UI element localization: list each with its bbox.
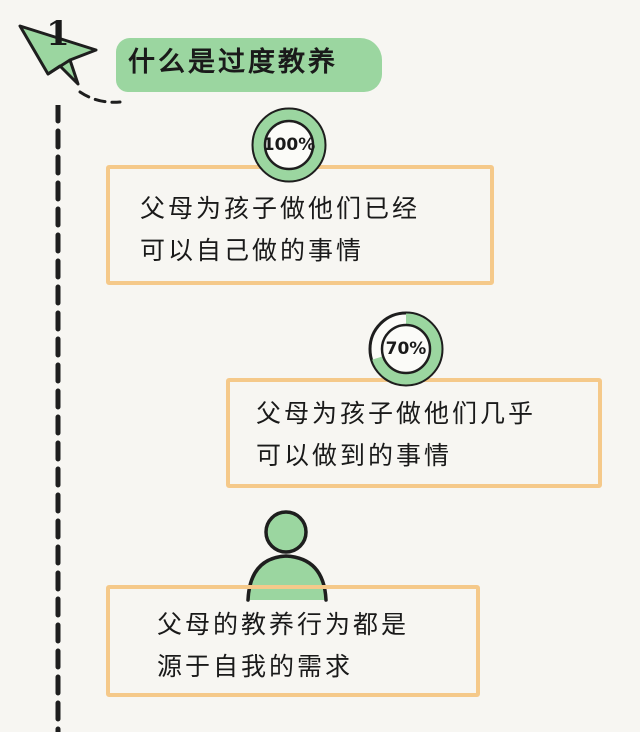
definition-3-line-1: 父母的教养行为都是 (157, 610, 410, 639)
definition-1-line-1: 父母为孩子做他们已经 (140, 194, 421, 223)
definition-text-2: 父母为孩子做他们几乎 可以做到的事情 (256, 393, 536, 477)
definition-text-1: 父母为孩子做他们已经 可以自己做的事情 (140, 188, 420, 272)
definition-2-line-2: 可以做到的事情 (256, 441, 453, 470)
step-number: 1 (46, 14, 70, 54)
definition-1-line-2: 可以自己做的事情 (140, 236, 365, 265)
percent-gauge-70 (368, 311, 444, 387)
paper-plane-icon (18, 24, 122, 104)
percent-gauge-100 (251, 107, 327, 183)
definition-2-line-1: 父母为孩子做他们几乎 (256, 399, 537, 428)
person-icon (246, 510, 328, 602)
title-highlight (116, 38, 382, 92)
gauge-label-2: 70% (385, 339, 427, 359)
section-title: 什么是过度教养 (128, 47, 338, 78)
definition-text-3: 父母的教养行为都是 源于自我的需求 (157, 604, 409, 688)
definition-3-line-2: 源于自我的需求 (157, 652, 354, 681)
definition-box-3 (106, 585, 480, 697)
gauge-label-1: 100% (262, 135, 316, 155)
timeline-dashed-line (55, 105, 61, 732)
